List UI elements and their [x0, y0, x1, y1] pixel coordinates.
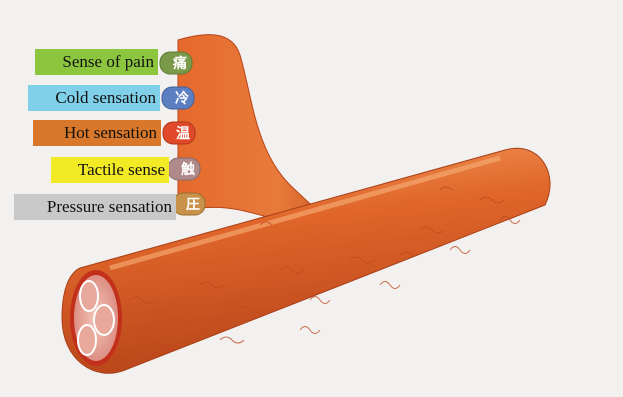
receptor-caps: 痛 冷 温 触 圧 [159, 51, 206, 216]
trunk-highlight [109, 155, 501, 271]
fascicles [77, 280, 115, 356]
tactile-glyph: 触 [180, 161, 195, 178]
label-tactile-sense: Tactile sense [51, 157, 169, 183]
cold-glyph: 冷 [175, 90, 189, 107]
pain-glyph: 痛 [172, 55, 187, 72]
cold-cap [161, 86, 195, 110]
trunk-fibres [129, 186, 521, 349]
label-pressure-sensation: Pressure sensation [14, 194, 176, 220]
nerve-trunk [61, 147, 551, 374]
label-sense-of-pain: Sense of pain [35, 49, 158, 75]
label-cold-sensation: Cold sensation [28, 85, 160, 111]
hot-glyph: 温 [176, 126, 190, 142]
pressure-glyph: 圧 [186, 197, 200, 213]
hot-cap [162, 121, 196, 145]
label-hot-sensation: Hot sensation [33, 120, 161, 146]
pain-cap [159, 51, 193, 75]
